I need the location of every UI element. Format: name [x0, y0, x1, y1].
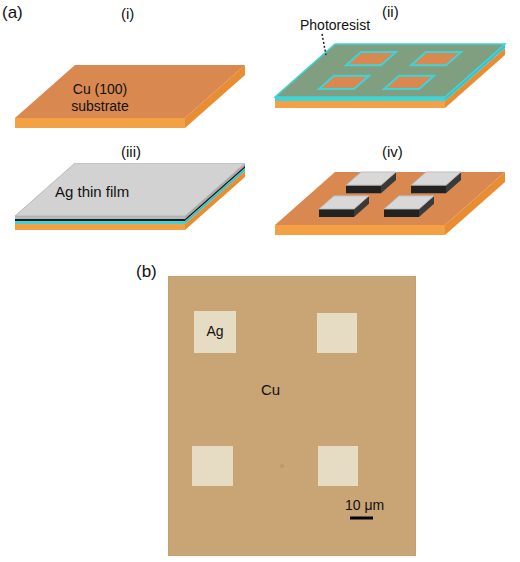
step-label: (iii)	[121, 143, 141, 161]
ag-square	[317, 313, 357, 353]
resist-side	[445, 44, 505, 101]
node-label: Cu (100) substrate	[57, 81, 143, 115]
resist-opening	[346, 52, 396, 65]
substrate-front	[275, 101, 445, 108]
ag-square	[318, 446, 358, 486]
substrate-top	[275, 172, 505, 225]
resist-opening	[319, 76, 369, 89]
node-label: Cu	[261, 381, 301, 399]
film-slab: Ag thin film	[15, 163, 245, 230]
photoresist-slab	[275, 34, 505, 108]
scale-label: 10 μm	[345, 497, 384, 514]
node-label: Ag thin film	[55, 183, 165, 201]
substrate-side	[445, 172, 505, 235]
block-front	[346, 185, 381, 193]
substrate-slab: Cu (100) substrate	[15, 65, 245, 128]
block-front	[319, 209, 354, 217]
ag-block	[411, 172, 461, 193]
block-side	[354, 196, 369, 217]
ag-block	[319, 196, 369, 217]
block-top	[411, 172, 461, 185]
leader-line	[322, 34, 326, 55]
slab-face	[15, 163, 245, 216]
block-side	[446, 172, 461, 193]
block-front	[384, 209, 419, 217]
slab-face	[15, 219, 185, 221]
slab-face	[15, 216, 185, 219]
ag-pad: Ag	[194, 311, 236, 353]
ag-block	[346, 172, 396, 193]
ag-square	[192, 446, 233, 486]
slab-outline	[15, 65, 245, 128]
block-top	[319, 196, 369, 209]
slab-face	[15, 224, 185, 230]
resist-opening	[384, 76, 434, 89]
patterned-slab	[275, 172, 505, 235]
block-top	[346, 172, 396, 185]
scale-bar	[350, 517, 373, 520]
step-label: (i)	[121, 5, 134, 23]
panel-label: (b)	[136, 262, 157, 282]
substrate-side	[445, 48, 505, 108]
slab-face	[15, 118, 185, 128]
node-label: Ag	[194, 323, 236, 340]
slab-face	[15, 65, 245, 118]
surface-speck	[280, 464, 284, 468]
ag-block	[384, 196, 434, 217]
panel-label: (a)	[2, 3, 23, 23]
micrograph: Cu Ag	[168, 276, 416, 556]
resist-top	[275, 44, 505, 97]
slab-face	[15, 221, 185, 224]
block-front	[411, 185, 446, 193]
step-label: (iv)	[382, 143, 403, 161]
slab-outline	[15, 163, 245, 230]
block-top	[384, 196, 434, 209]
callout-label: Photoresist	[300, 17, 370, 34]
resist-opening	[411, 52, 461, 65]
block-side	[419, 196, 434, 217]
substrate-front	[275, 225, 445, 235]
resist-front	[275, 97, 445, 101]
step-label: (ii)	[382, 3, 399, 21]
block-side	[381, 172, 396, 193]
